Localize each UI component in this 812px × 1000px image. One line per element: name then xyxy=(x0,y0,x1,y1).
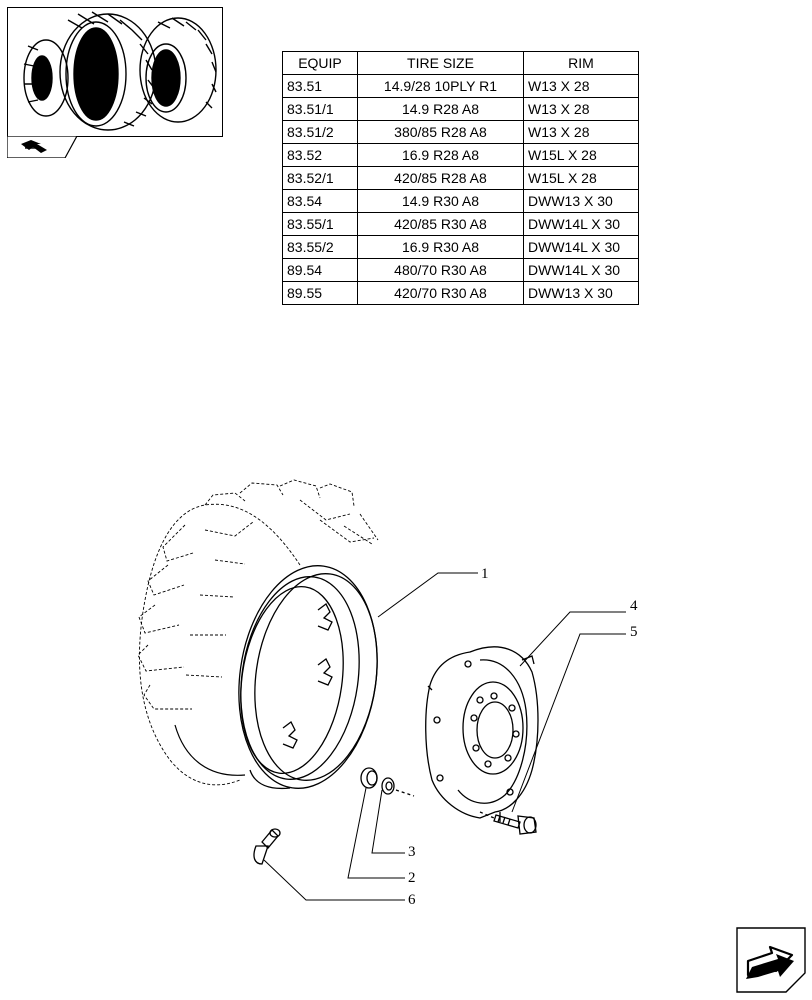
tire-size-cell: 480/70 R30 A8 xyxy=(357,258,524,282)
rim-cell: W13 X 28 xyxy=(523,120,639,144)
thumbnail-tab[interactable] xyxy=(6,135,79,159)
rim-cell: W13 X 28 xyxy=(523,97,639,121)
table-row: 83.54 14.9 R30 A8 DWW13 X 30 xyxy=(282,189,639,213)
rim-cell: DWW13 X 30 xyxy=(523,281,639,305)
rim-cell: W15L X 28 xyxy=(523,143,639,167)
wheel-thumbnail xyxy=(7,7,223,137)
tire-size-cell: 380/85 R28 A8 xyxy=(357,120,524,144)
tire-size-cell: 14.9/28 10PLY R1 xyxy=(357,74,524,98)
table-row: 83.55/1 420/85 R30 A8 DWW14L X 30 xyxy=(282,212,639,236)
tire-rim-table: EQUIP TIRE SIZE RIM 83.51 14.9/28 10PLY … xyxy=(282,51,639,305)
valve-part xyxy=(253,828,281,865)
column-header-tire-size: TIRE SIZE xyxy=(357,51,524,75)
table-row: 89.54 480/70 R30 A8 DWW14L X 30 xyxy=(282,258,639,282)
tractor-wheel-thumbnail-icon xyxy=(23,11,217,131)
equip-cell: 89.54 xyxy=(282,258,358,282)
table-row: 89.55 420/70 R30 A8 DWW13 X 30 xyxy=(282,281,639,305)
table-row: 83.52/1 420/85 R28 A8 W15L X 28 xyxy=(282,166,639,190)
next-page-button[interactable] xyxy=(736,927,806,993)
table-row: 83.55/2 16.9 R30 A8 DWW14L X 30 xyxy=(282,235,639,259)
equip-cell: 83.51/1 xyxy=(282,97,358,121)
callout-6: 6 xyxy=(408,892,416,908)
tire-size-cell: 420/85 R28 A8 xyxy=(357,166,524,190)
rim-part xyxy=(238,565,378,790)
column-header-rim: RIM xyxy=(523,51,639,75)
rim-cell: DWW14L X 30 xyxy=(523,235,639,259)
leader-lines xyxy=(263,572,626,901)
wheel-disc-part xyxy=(425,646,539,822)
tire-size-cell: 420/70 R30 A8 xyxy=(357,281,524,305)
table-row: 83.51/2 380/85 R28 A8 W13 X 28 xyxy=(282,120,639,144)
callout-1: 1 xyxy=(481,566,489,582)
callout-3: 3 xyxy=(408,844,416,860)
nut-washer-parts xyxy=(360,767,415,797)
table-header-row: EQUIP TIRE SIZE RIM xyxy=(282,51,639,75)
rim-cell: DWW14L X 30 xyxy=(523,212,639,236)
back-arrow-icon xyxy=(6,135,79,159)
tire-size-cell: 14.9 R30 A8 xyxy=(357,189,524,213)
tire-size-cell: 16.9 R28 A8 xyxy=(357,143,524,167)
callout-5: 5 xyxy=(630,624,638,640)
tire-size-cell: 16.9 R30 A8 xyxy=(357,235,524,259)
bolt-part xyxy=(479,811,537,835)
equip-cell: 89.55 xyxy=(282,281,358,305)
rim-cell: W13 X 28 xyxy=(523,74,639,98)
table-row: 83.52 16.9 R28 A8 W15L X 28 xyxy=(282,143,639,167)
next-page-arrow-icon xyxy=(736,927,806,993)
callout-2: 2 xyxy=(408,870,416,886)
tire-tread-edge xyxy=(174,724,246,776)
tire-phantom xyxy=(137,479,379,786)
rim-cell: DWW14L X 30 xyxy=(523,258,639,282)
callout-4: 4 xyxy=(630,598,638,614)
